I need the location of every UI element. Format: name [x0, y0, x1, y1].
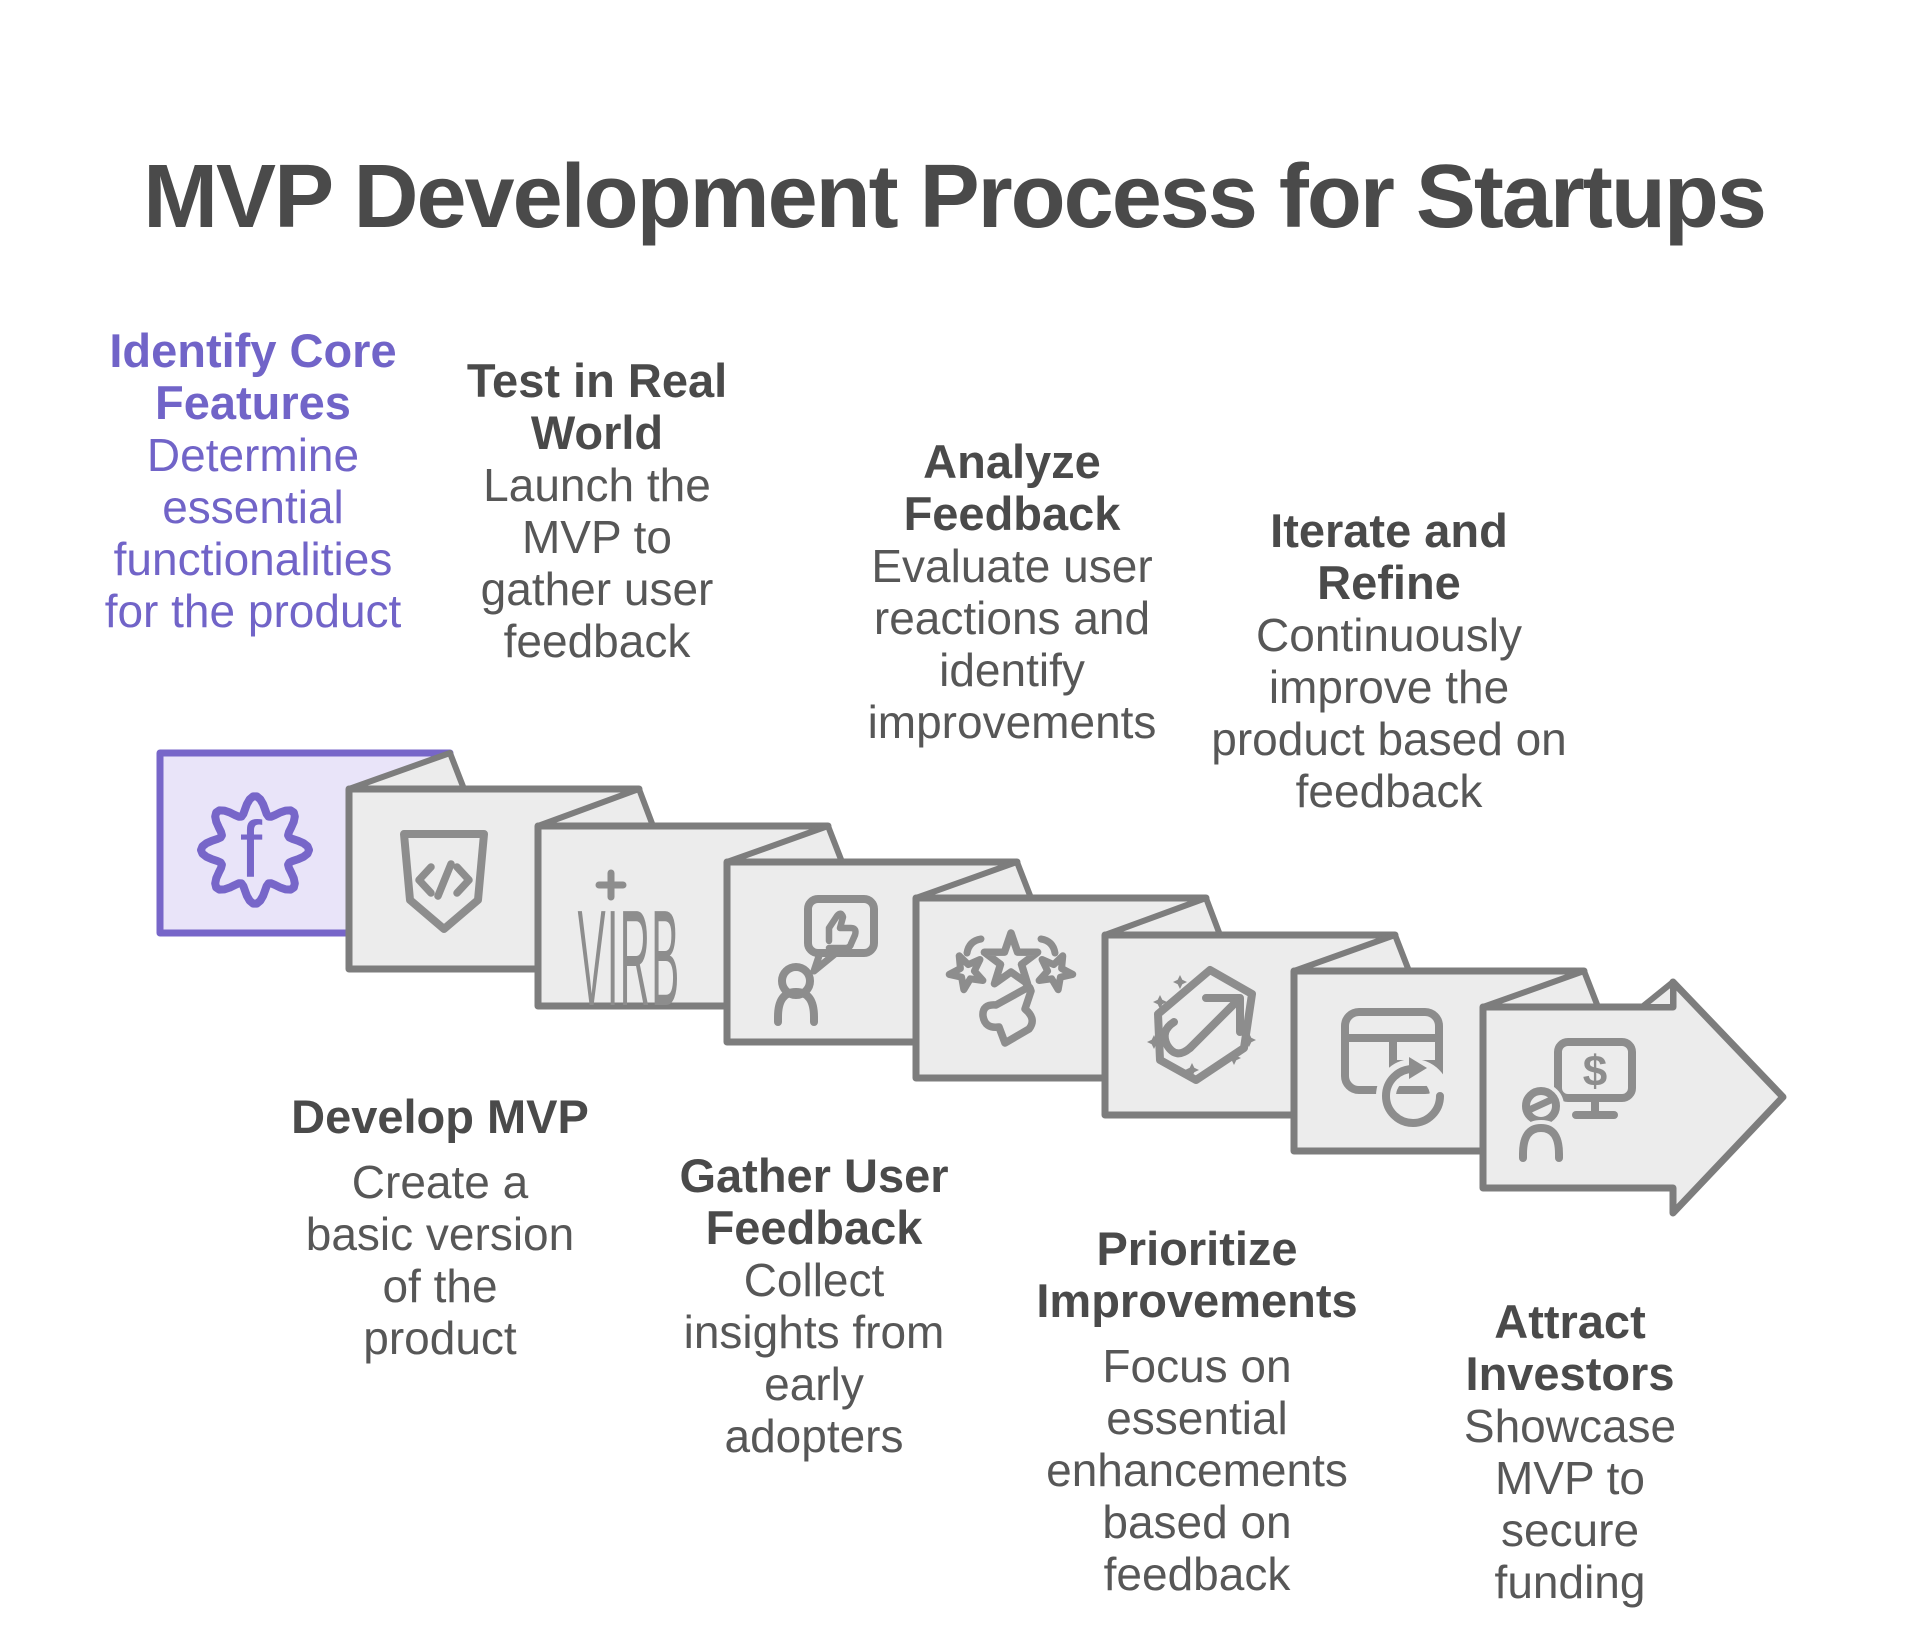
investor-pitch-icon: $	[1515, 1038, 1636, 1162]
svg-text:VIRB: VIRB	[578, 883, 681, 1034]
page-title: MVP Development Process for Startups	[143, 147, 1767, 247]
svg-text:$: $	[1583, 1047, 1607, 1096]
step-heading: Develop MVP	[291, 1090, 589, 1143]
table-refresh-icon	[1341, 1008, 1450, 1133]
gear-badge-f-icon: f	[197, 792, 313, 908]
user-feedback-icon	[774, 895, 878, 1026]
virb-logo-icon: VIRB	[578, 869, 681, 1035]
rating-stars-icon	[945, 929, 1077, 1047]
page-fold	[1639, 979, 1676, 1010]
svg-text:f: f	[240, 805, 263, 894]
code-shield-icon	[400, 830, 488, 933]
iterate-arrow-icon	[1147, 966, 1256, 1084]
